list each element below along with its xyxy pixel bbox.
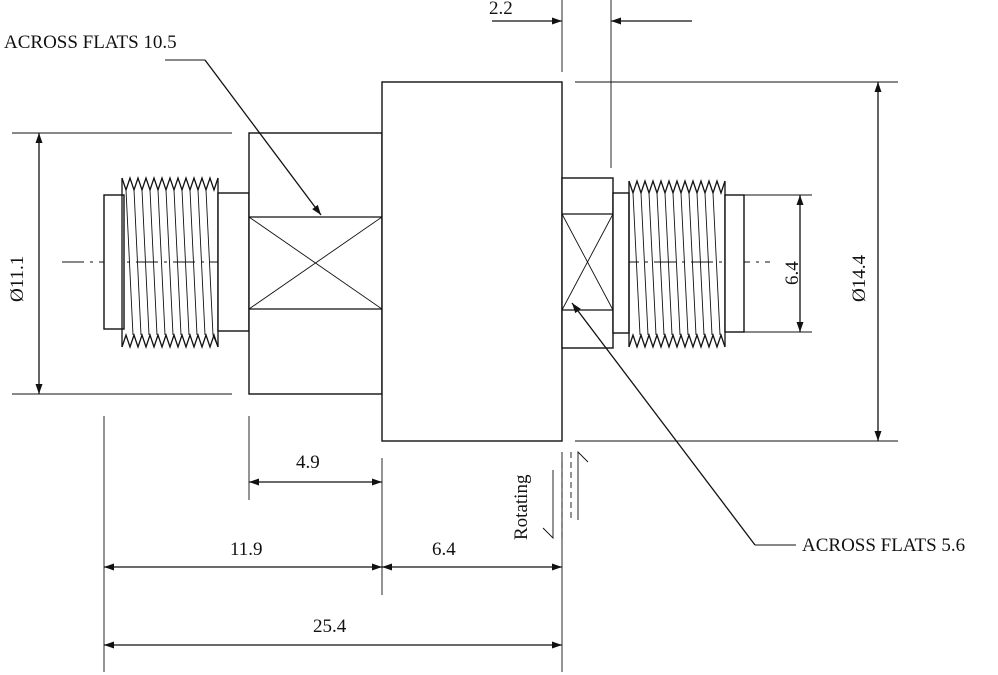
dim-6-4-bottom: 6.4 xyxy=(432,539,456,560)
left-connector xyxy=(103,132,383,395)
dim-dia-14-4: Ø14.4 xyxy=(849,255,870,302)
left-inner-ring xyxy=(103,194,125,330)
dim-2-2: 2.2 xyxy=(489,0,513,19)
label-across-flats-large: ACROSS FLATS 10.5 xyxy=(4,32,177,53)
rotating-arrows xyxy=(542,450,589,540)
leader-across-flats-small xyxy=(571,302,796,546)
leader-across-flats-large xyxy=(165,59,322,216)
right-thread xyxy=(628,178,726,350)
dim-6-4-right: 6.4 xyxy=(782,261,803,285)
right-neck xyxy=(612,192,630,334)
dim-11-9: 11.9 xyxy=(230,539,263,560)
right-inner-ring xyxy=(724,194,745,333)
left-thread xyxy=(121,175,219,350)
main-body xyxy=(381,81,563,442)
label-across-flats-small: ACROSS FLATS 5.6 xyxy=(802,535,965,556)
right-hex-body xyxy=(561,177,614,349)
extension-lines xyxy=(12,0,898,672)
label-rotating: Rotating xyxy=(511,474,532,540)
dim-dia-11-1: Ø11.1 xyxy=(7,256,28,302)
dim-4-9: 4.9 xyxy=(296,452,320,473)
dim-25-4: 25.4 xyxy=(313,616,347,637)
left-neck xyxy=(217,192,250,332)
right-connector xyxy=(561,177,745,350)
